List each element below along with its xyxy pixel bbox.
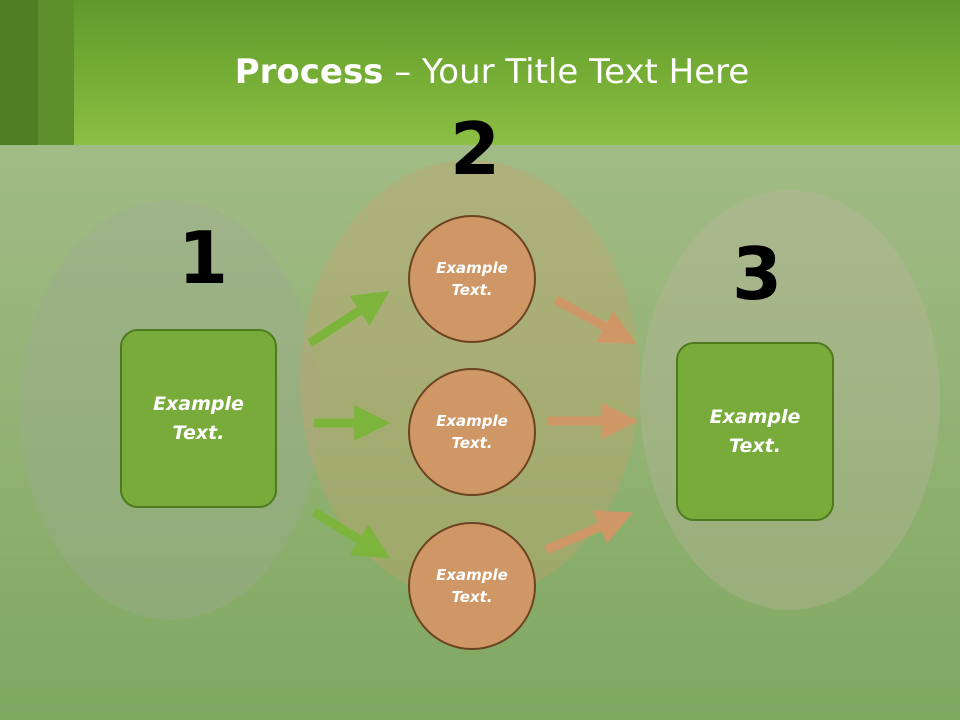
circle-3-line1: Example: [436, 565, 508, 584]
header-accent-stripe: [0, 0, 38, 145]
arrow-top-to-3: [553, 296, 637, 344]
arrow-bottom-to-3: [544, 510, 633, 555]
circle-2-line2: Text.: [451, 434, 493, 452]
step-number-1: 1: [178, 216, 229, 300]
arrow-1-to-top: [307, 291, 390, 347]
step-number-3: 3: [732, 232, 783, 316]
step-1-text-line2: Text.: [172, 421, 225, 444]
circle-1-line2: Text.: [451, 281, 493, 299]
header-accent-stripe: [38, 0, 74, 145]
step-3-text-line1: Example: [709, 406, 801, 428]
step-1-text-line1: Example: [153, 393, 244, 415]
circle-1-line1: Example: [436, 258, 508, 277]
arrow-1-to-bottom: [311, 508, 390, 559]
circle-2-line1: Example: [436, 411, 508, 430]
header-band: [0, 0, 960, 145]
slide-title: Process – Your Title Text Here: [0, 52, 960, 92]
title-bold: Process: [234, 52, 384, 92]
title-rest: – Your Title Text Here: [383, 52, 750, 92]
circle-3-line2: Text.: [451, 588, 493, 606]
step-number-2: 2: [450, 107, 501, 191]
step-3-text-line2: Text.: [729, 434, 781, 457]
